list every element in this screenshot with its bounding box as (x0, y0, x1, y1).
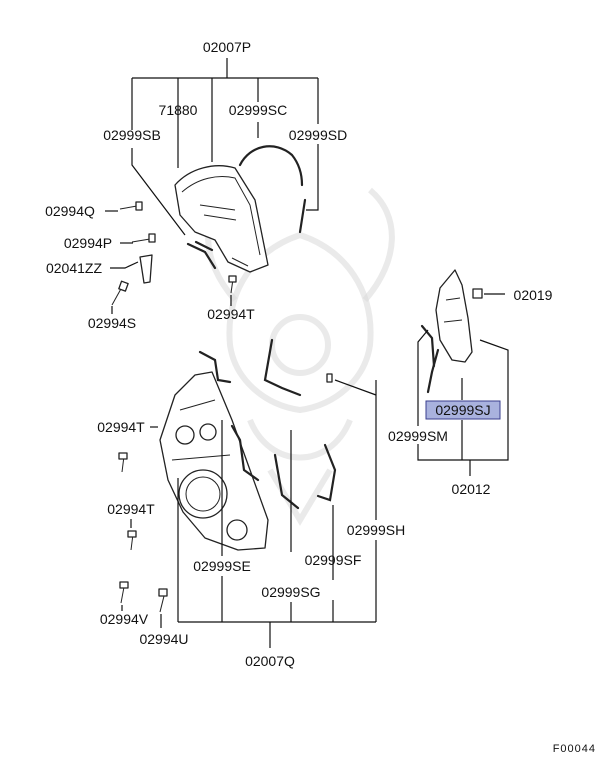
clip-02999SH-part (326, 373, 333, 383)
bolt-02994T-mid-part (118, 452, 128, 473)
gasket-02999SF-part (263, 338, 302, 510)
gasket-02999SM-part (420, 324, 436, 368)
gasket-02999SD-part (298, 198, 307, 234)
lower-timing-cover (159, 371, 269, 551)
label-02999SJ[interactable]: 02999SJ (435, 402, 490, 418)
label-02041ZZ[interactable]: 02041ZZ (46, 260, 102, 276)
label-02999SH[interactable]: 02999SH (347, 522, 405, 538)
label-02999SM[interactable]: 02999SM (388, 428, 448, 444)
label-02994P[interactable]: 02994P (64, 235, 112, 251)
label-02012[interactable]: 02012 (452, 481, 491, 497)
label-02999SB[interactable]: 02999SB (103, 127, 161, 143)
label-02999SD[interactable]: 02999SD (289, 127, 347, 143)
highlight-box (425, 400, 501, 420)
label-02999SF[interactable]: 02999SF (305, 552, 362, 568)
label-02994T-top[interactable]: 02994T (207, 306, 255, 322)
plate-02012-part (435, 269, 473, 363)
bolt-02994S-part (111, 280, 129, 306)
label-02007P[interactable]: 02007P (203, 39, 251, 55)
upper-timing-cover (174, 165, 269, 273)
label-02994Q[interactable]: 02994Q (45, 203, 95, 219)
bracket-02041ZZ-part (139, 254, 153, 284)
label-02999SE[interactable]: 02999SE (193, 558, 251, 574)
label-02994T-low[interactable]: 02994T (107, 501, 155, 517)
gasket-02999SB-part (186, 240, 217, 270)
part-labels: 02007P 71880 02999SC 02999SB 02999SD 029… (45, 39, 553, 669)
bolt-02019-part (472, 288, 483, 299)
gasket-02999SC-part (238, 145, 304, 187)
bolt-02994T-top-part (228, 275, 237, 294)
bolt-02994V-part (119, 581, 129, 604)
label-02994S[interactable]: 02994S (88, 315, 136, 331)
label-71880[interactable]: 71880 (159, 102, 198, 118)
bolt-02994U-part (158, 588, 168, 613)
bolt-02994P-part (131, 233, 156, 243)
gasket-02999SG-part (316, 443, 337, 502)
label-02994U[interactable]: 02994U (139, 631, 188, 647)
bolt-02994T-low-part (127, 530, 137, 551)
label-02019[interactable]: 02019 (514, 287, 553, 303)
label-02007Q[interactable]: 02007Q (245, 653, 295, 669)
label-02999SG[interactable]: 02999SG (261, 584, 320, 600)
gasket-02999SE-part (198, 350, 260, 482)
figure-code: F00044 (553, 743, 596, 755)
label-02994T-mid[interactable]: 02994T (97, 419, 145, 435)
label-02994V[interactable]: 02994V (100, 611, 149, 627)
leader-lines (105, 58, 509, 648)
bolt-02994Q-part (119, 201, 143, 211)
label-02999SC[interactable]: 02999SC (229, 102, 287, 118)
gasket-02999SJ-part (426, 348, 440, 394)
